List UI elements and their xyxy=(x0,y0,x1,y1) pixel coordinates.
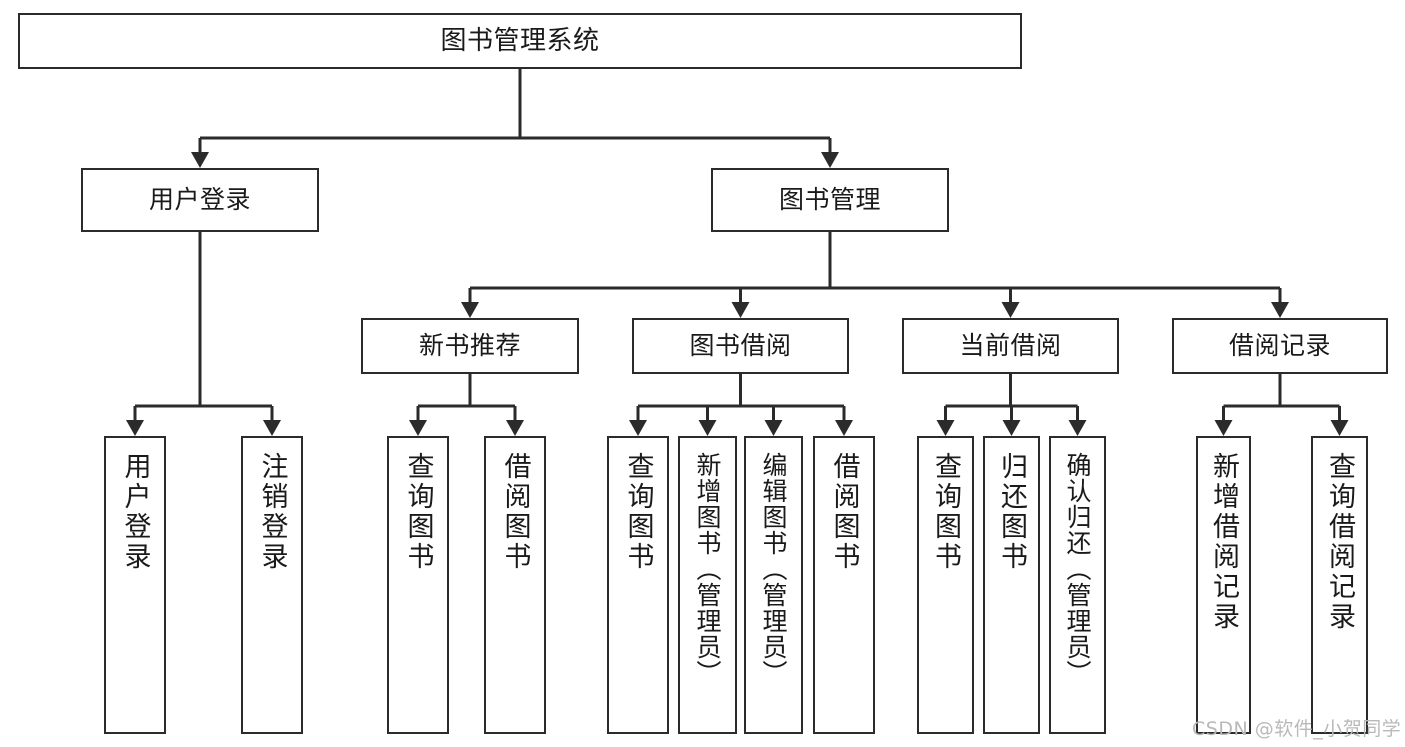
connector-arrowhead-icon xyxy=(1330,420,1349,436)
node-label: 确认归还（管理员） xyxy=(1063,452,1092,686)
node-c_query[interactable]: 查询图书 xyxy=(917,436,974,734)
connector-arrowhead-icon xyxy=(821,152,839,168)
node-b_add[interactable]: 新增图书（管理员） xyxy=(678,436,737,734)
node-label: 当前借阅 xyxy=(959,331,1062,361)
connector-arrowhead-icon xyxy=(1068,420,1087,436)
node-l_login[interactable]: 用户登录 xyxy=(104,436,166,734)
node-n_borrow[interactable]: 借阅图书 xyxy=(484,436,546,734)
node-label: 图书管理 xyxy=(778,185,881,215)
connector-arrowhead-icon xyxy=(191,152,209,168)
connector-arrowhead-icon xyxy=(1271,302,1289,318)
connector-arrowhead-icon xyxy=(936,420,955,436)
connector-arrowhead-icon xyxy=(629,420,647,436)
node-label: 用户登录 xyxy=(119,452,151,572)
node-c_confirm[interactable]: 确认归还（管理员） xyxy=(1049,436,1106,734)
connector-arrowhead-icon xyxy=(1214,420,1233,436)
node-label: 用户登录 xyxy=(148,185,251,215)
connector-arrowhead-icon xyxy=(506,420,524,436)
node-label: 编辑图书（管理员） xyxy=(759,452,788,686)
connector-arrowhead-icon xyxy=(126,420,144,436)
node-label: 图书借阅 xyxy=(689,331,792,361)
connector-arrowhead-icon xyxy=(461,302,479,318)
node-b_query[interactable]: 查询图书 xyxy=(607,436,669,734)
node-r_add[interactable]: 新增借阅记录 xyxy=(1196,436,1251,734)
connector-arrowhead-icon xyxy=(1002,420,1021,436)
connector-arrowhead-icon xyxy=(764,420,783,436)
node-label: 借阅记录 xyxy=(1228,331,1331,361)
node-label: 图书管理系统 xyxy=(440,25,600,56)
node-c_return[interactable]: 归还图书 xyxy=(983,436,1040,734)
node-n_query[interactable]: 查询图书 xyxy=(387,436,449,734)
node-current[interactable]: 当前借阅 xyxy=(902,318,1119,374)
node-label: 查询借阅记录 xyxy=(1324,452,1355,632)
node-borrow[interactable]: 图书借阅 xyxy=(632,318,849,374)
node-login[interactable]: 用户登录 xyxy=(81,168,319,232)
connector-arrowhead-icon xyxy=(835,420,853,436)
csdn-watermark: CSDN @软件_小贺同学 xyxy=(1192,718,1402,740)
node-label: 查询图书 xyxy=(402,452,434,572)
node-r_query[interactable]: 查询借阅记录 xyxy=(1311,436,1368,734)
connector-arrowhead-icon xyxy=(698,420,717,436)
node-label: 查询图书 xyxy=(930,452,961,572)
node-records[interactable]: 借阅记录 xyxy=(1172,318,1388,374)
node-root[interactable]: 图书管理系统 xyxy=(18,13,1022,69)
connector-arrowhead-icon xyxy=(409,420,427,436)
node-b_edit[interactable]: 编辑图书（管理员） xyxy=(744,436,803,734)
node-newbook[interactable]: 新书推荐 xyxy=(361,318,579,374)
node-b_lend[interactable]: 借阅图书 xyxy=(813,436,875,734)
node-label: 新书推荐 xyxy=(418,331,521,361)
connector-arrowhead-icon xyxy=(263,420,281,436)
connector-arrowhead-icon xyxy=(1001,302,1020,318)
node-label: 新增图书（管理员） xyxy=(693,452,722,686)
node-label: 新增借阅记录 xyxy=(1208,452,1239,632)
node-l_logout[interactable]: 注销登录 xyxy=(241,436,303,734)
connector-arrowhead-icon xyxy=(731,302,750,318)
node-label: 借阅图书 xyxy=(499,452,531,572)
node-label: 查询图书 xyxy=(622,452,654,572)
node-label: 归还图书 xyxy=(996,452,1027,572)
node-label: 注销登录 xyxy=(256,452,288,572)
node-bookmgmt[interactable]: 图书管理 xyxy=(711,168,949,232)
node-label: 借阅图书 xyxy=(828,452,860,572)
